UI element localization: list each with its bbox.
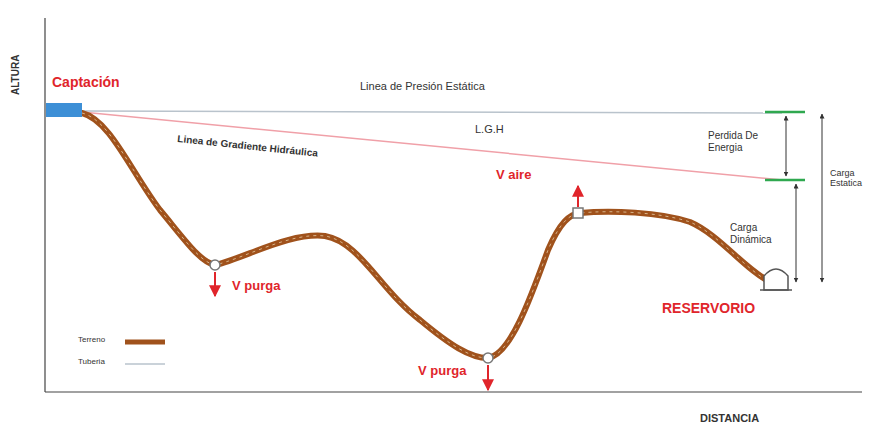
x-axis <box>45 391 862 392</box>
legend-sample <box>125 363 165 365</box>
purge-valve <box>210 260 220 270</box>
static-line <box>82 111 782 113</box>
y-axis <box>44 18 45 392</box>
valve-arrow <box>487 365 489 390</box>
head-label: Carga Dinámica <box>730 222 782 245</box>
valve-label: V purga <box>232 279 280 294</box>
head-label: Carga Estatica <box>830 168 880 189</box>
reservoir-symbol <box>764 269 788 290</box>
axis-label: DISTANCIA <box>700 412 759 425</box>
reservoir-base <box>760 289 792 291</box>
level-mark <box>765 179 805 182</box>
legend-text: Terreno <box>78 335 105 344</box>
air-valve <box>573 208 583 218</box>
valve-arrow <box>214 272 216 296</box>
axis-label: ALTURA <box>10 55 22 95</box>
hydraulic-gradient-line <box>82 112 782 180</box>
line-label: L.G.H <box>475 123 504 136</box>
level-mark <box>765 111 805 114</box>
valve-arrow <box>577 186 579 207</box>
head-label: Perdida De Energia <box>708 130 760 153</box>
line-label: Linea de Presión Estática <box>360 80 485 93</box>
line-label: Linea de Gradiente Hidráulica <box>177 133 319 159</box>
legend-sample <box>125 340 165 345</box>
legend-text: Tuberia <box>78 357 105 366</box>
reservoir-label: RESERVORIO <box>662 300 755 316</box>
valve-label: V aire <box>496 168 531 183</box>
purge-valve <box>483 353 493 363</box>
intake-box <box>46 103 82 117</box>
static-head-arrow <box>822 114 823 282</box>
terrain-profile <box>82 113 772 358</box>
valve-label: V purga <box>418 364 466 379</box>
pipe <box>82 113 772 358</box>
loss-arrow <box>786 116 787 176</box>
intake-label: Captación <box>52 74 120 90</box>
dynamic-head-arrow <box>796 184 797 282</box>
